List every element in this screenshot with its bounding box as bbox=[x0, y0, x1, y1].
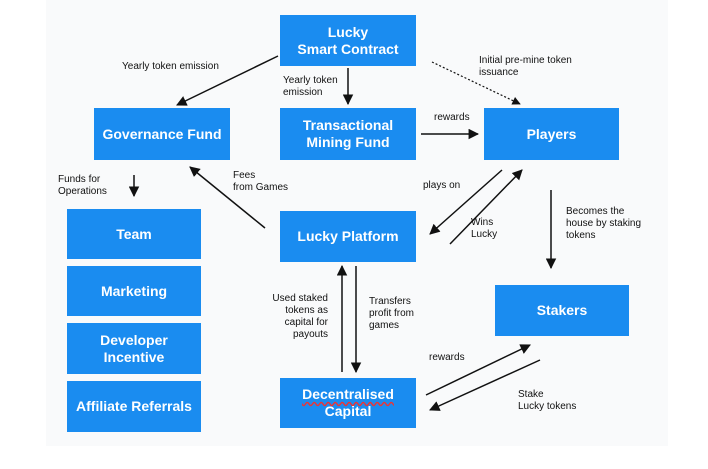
label-stake: Stake Lucky tokens bbox=[518, 389, 577, 412]
label-rewards-stakers: rewards bbox=[429, 352, 465, 363]
label-becomes-house: Becomes the house by staking tokens bbox=[566, 206, 642, 241]
arrow-stakers-to-capital bbox=[429, 359, 541, 411]
label-premine: Initial pre-mine token issuance bbox=[479, 55, 572, 78]
affiliate-referrals-box: Affiliate Referrals bbox=[67, 381, 201, 432]
arrow-players-to-platform bbox=[429, 169, 503, 235]
developer-incentive-box: Developer Incentive bbox=[67, 323, 201, 374]
decentralised-capital-line2: Capital bbox=[324, 403, 372, 419]
label-plays-on: plays on bbox=[423, 180, 461, 191]
label-used-staked: Used staked tokens as capital for payout… bbox=[272, 293, 328, 340]
label-rewards-players: rewards bbox=[434, 112, 470, 123]
marketing-box: Marketing bbox=[67, 266, 201, 316]
lucky-platform-box: Lucky Platform bbox=[280, 211, 416, 262]
label-wins: Wins Lucky bbox=[471, 217, 498, 240]
players-box: Players bbox=[484, 108, 619, 160]
label-fees: Fees from Games bbox=[233, 170, 289, 193]
decentralised-capital-line1: Decentralised bbox=[302, 386, 394, 402]
smart-contract-box: Lucky Smart Contract bbox=[280, 15, 416, 66]
decentralised-capital-box: Decentralised Capital bbox=[280, 378, 416, 428]
transactional-mining-fund-box: Transactional Mining Fund bbox=[280, 108, 416, 160]
label-transfers: Transfers profit from games bbox=[369, 296, 415, 331]
arrow-capital-to-stakers bbox=[425, 344, 531, 396]
team-box: Team bbox=[67, 209, 201, 259]
label-funds-ops: Funds for Operations bbox=[58, 174, 107, 197]
arrow-contract-to-players bbox=[431, 61, 521, 105]
stakers-box: Stakers bbox=[495, 285, 629, 336]
bottom-margin bbox=[0, 446, 708, 469]
label-yearly-emission-mining: Yearly token emission bbox=[283, 75, 338, 98]
arrow-contract-to-governance bbox=[176, 55, 279, 106]
label-yearly-emission-governance: Yearly token emission bbox=[122, 61, 219, 72]
governance-fund-box: Governance Fund bbox=[94, 108, 230, 160]
arrow-platform-to-players bbox=[449, 169, 523, 245]
arrow-platform-to-governance bbox=[189, 166, 266, 229]
